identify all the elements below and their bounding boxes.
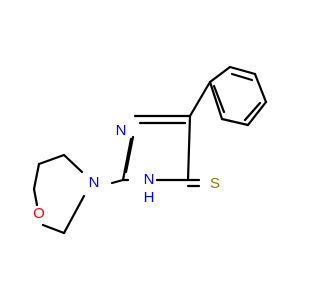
atom-n-morpholine: N	[89, 174, 100, 191]
bond-c5-c4	[186, 114, 192, 182]
bond-ph-3	[253, 72, 268, 104]
bond-ph-1	[208, 65, 232, 84]
bond-c2-morpholine	[110, 178, 125, 185]
bond-ph-inner-3	[212, 84, 226, 114]
atom-s-thione: S	[210, 175, 220, 192]
pyrimidine-ring	[110, 114, 192, 185]
bond-c2-n1-double	[124, 135, 135, 174]
bond-ph-5	[220, 117, 250, 127]
bond-morph-2	[37, 153, 66, 166]
bond-morph-5	[62, 194, 86, 235]
phenyl-ring	[188, 65, 268, 127]
bond-ph-inner-1	[230, 72, 254, 82]
bond-morph-1	[62, 153, 84, 174]
bond-c5-phenyl	[188, 80, 212, 118]
bond-ph-inner-2	[243, 101, 262, 122]
atom-o-morpholine: O	[33, 205, 45, 222]
atom-nh-h: H	[144, 189, 155, 206]
bond-c2-n1	[121, 137, 133, 182]
atom-nh-n: N	[144, 171, 155, 188]
bond-morph-4	[41, 223, 66, 235]
bond-morph-3	[32, 162, 41, 191]
chemical-structure-canvas: N N H N O S	[32, 65, 268, 235]
thione-group	[186, 178, 201, 188]
bond-morph-6	[32, 187, 39, 207]
molecule-svg: N N H N O S	[32, 65, 268, 235]
bond-ph-6	[208, 80, 224, 121]
bond-ph-2	[228, 65, 257, 76]
bond-ph-4	[246, 100, 268, 127]
morpholine-ring	[32, 153, 86, 235]
atom-n-ring-top: N	[116, 122, 127, 139]
